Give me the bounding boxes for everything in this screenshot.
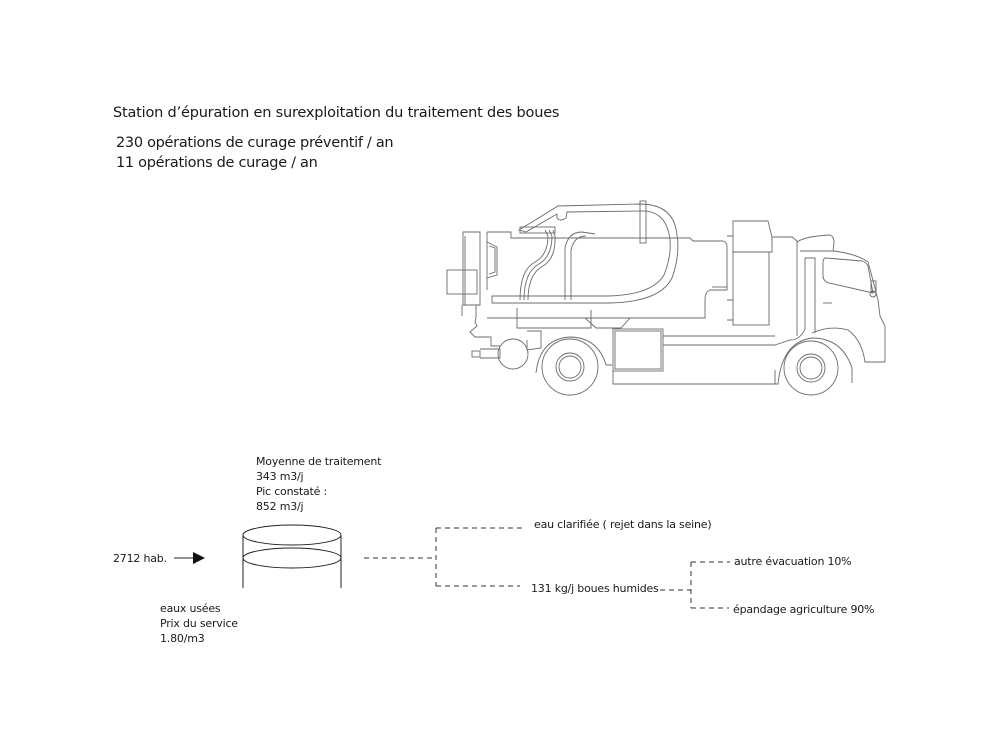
output-sludge: 131 kg/j boues humides [531,582,659,595]
wastewater-label: eaux usées [160,602,221,615]
treatment-peak-label: Pic constaté : [256,485,328,498]
output-clarified-water: eau clarifiée ( rejet dans la seine) [534,518,712,531]
stat-cleanings: 11 opérations de curage / an [116,155,318,171]
treatment-average: 343 m3/j [256,470,304,483]
wastewater-info: eaux usées Prix du service 1.80/m3 [160,601,238,646]
price-label: Prix du service [160,617,238,630]
cylinder-tank-icon [242,524,342,588]
population-label: 2712 hab. [113,552,167,565]
page-title: Station d’épuration en surexploitation d… [113,105,560,121]
output-other-disposal: autre évacuation 10% [734,555,852,568]
connector-lines [364,527,730,609]
arrow-right-icon [174,552,205,564]
stat-preventive-cleanings: 230 opérations de curage préventif / an [116,135,394,151]
treatment-label: Moyenne de traitement [256,455,382,468]
treatment-peak: 852 m3/j [256,500,304,513]
treatment-info: Moyenne de traitement 343 m3/j Pic const… [256,454,381,514]
price-value: 1.80/m3 [160,632,205,645]
output-agriculture: épandage agriculture 90% [733,603,875,616]
